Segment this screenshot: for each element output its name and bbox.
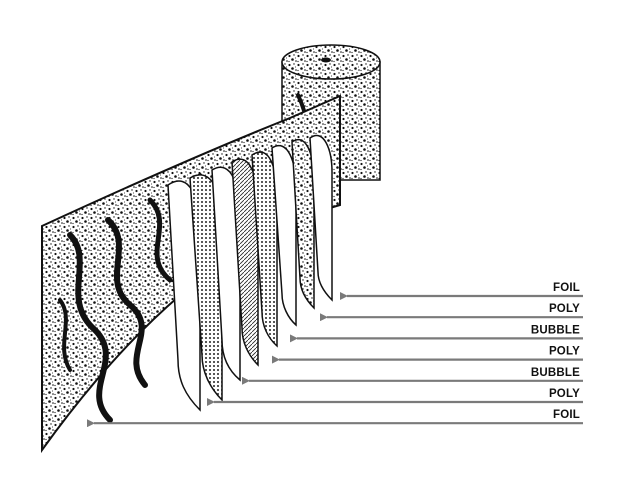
layer-label-6: POLY [549, 388, 580, 400]
layer-label-4: POLY [549, 346, 580, 358]
layer-label-5: BUBBLE [531, 367, 580, 379]
layer-callouts: FOIL POLY BUBBLE POLY BUBBLE POLY FOIL [87, 282, 583, 428]
peeled-layers [167, 134, 333, 412]
layer-label-7: FOIL [553, 409, 580, 421]
layer-label-1: FOIL [553, 282, 580, 294]
layer-label-2: POLY [549, 303, 580, 315]
layer-label-3: BUBBLE [531, 324, 580, 336]
